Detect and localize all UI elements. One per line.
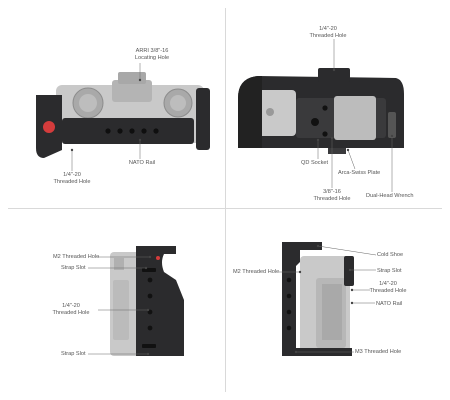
horizontal-divider <box>8 208 442 209</box>
label-m2-threaded-hole-right: M2 Threaded Hole <box>233 269 280 275</box>
label-m2-threaded-hole: M2 Threaded Hole <box>53 254 100 260</box>
label-nato-rail-right: NATO Rail <box>376 301 403 307</box>
label-threaded-hole-right: 1/4"-20 Threaded Hole <box>369 281 407 294</box>
vertical-divider <box>225 8 226 392</box>
label-threaded-hole: 1/4"-20 Threaded Hole <box>53 172 91 185</box>
label-strap-slot-bottom: Strap Slot <box>61 351 86 357</box>
label-dual-head-wrench: Dual-Head Wrench <box>366 193 414 199</box>
label-cold-shoe: Cold Shoe <box>377 252 404 258</box>
label-qd-socket: QD Socket <box>301 160 329 166</box>
label-arri-locating-hole: ARRI 3/8"-16 Locating Hole <box>134 48 170 61</box>
label-nato-rail: NATO Rail <box>128 160 156 166</box>
label-threaded-hole-top: 1/4"-20 Threaded Hole <box>309 26 347 39</box>
label-strap-slot-top: Strap Slot <box>61 265 86 271</box>
label-threaded-hole-side: 1/4"-20 Threaded Hole <box>52 303 90 316</box>
label-arca-swiss-plate: Arca-Swiss Plate <box>338 170 381 176</box>
label-strap-slot-right: Strap Slot <box>377 268 402 274</box>
label-threaded-hole-38: 3/8"-16 Threaded Hole <box>313 189 351 202</box>
label-m3-threaded-hole: M3 Threaded Hole <box>355 349 402 355</box>
